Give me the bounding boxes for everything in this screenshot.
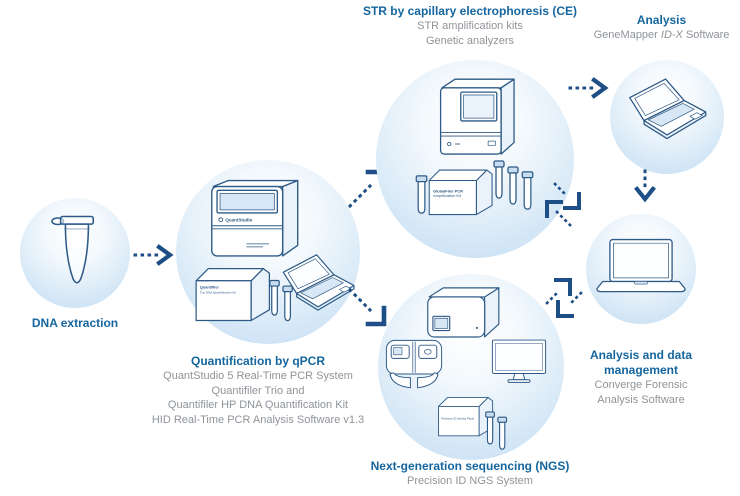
quantifiler-kit-label-line1: Quantifiler [200, 285, 220, 289]
ngs-monitor-icon [491, 339, 547, 383]
precision-kit-label: Precision ID Identity Panel [441, 416, 474, 420]
sample-tubes-icon [269, 279, 293, 322]
arrow-analysis-to-data-icon [634, 169, 656, 203]
microcentrifuge-tube-icon [51, 215, 95, 284]
data-management-circle [586, 214, 696, 324]
qpcr-line-3: Quantifiler HP DNA Quantification Kit [167, 399, 349, 411]
ce-tube-right-icon [521, 171, 534, 210]
data-management-line-2: Analysis Software [597, 393, 685, 406]
qpcr-machine-icon: QuantStudio [211, 179, 299, 257]
arrow-ce-to-data-icon [553, 182, 581, 210]
qpcr-text-block: Quantification by qPCR QuantStudio 5 Rea… [116, 354, 400, 427]
dna-extraction-label: DNA extraction [31, 316, 119, 330]
ce-line-2: Genetic analyzers [425, 34, 515, 47]
software-suffix: Software [682, 29, 730, 41]
ngs-tubes-icon [485, 411, 508, 450]
data-laptop-icon [596, 238, 686, 293]
arrow-ce-to-analysis-icon [568, 77, 609, 99]
ngs-text-block: Next-generation sequencing (NGS) Precisi… [318, 459, 622, 489]
arrow-data-to-ngs-icon [556, 291, 583, 318]
data-management-title-line1: Analysis and data [589, 348, 693, 362]
analysis-title: Analysis [636, 13, 687, 27]
ce-tube-left-icon [415, 175, 428, 214]
globalfiler-kit-box-icon: GlobalFiler PCR Amplification Kit [428, 169, 493, 216]
quantifiler-kit-box-icon: Quantifiler Trio DNA Quantification Kit [195, 267, 271, 322]
ce-circle: GlobalFiler PCR Amplification Kit [376, 60, 574, 258]
qpcr-title: Quantification by qPCR [190, 354, 325, 368]
arrow-qpcr-to-ngs-icon [347, 287, 387, 327]
ngs-title: Next-generation sequencing (NGS) [370, 459, 570, 473]
ce-tubes-pair-icon [493, 160, 519, 205]
data-management-text-block: Analysis and data management Converge Fo… [569, 348, 713, 407]
ce-text-block: STR by capillary electrophoresis (CE) ST… [335, 4, 605, 48]
ngs-circle: Precision ID Identity Panel [378, 274, 564, 460]
analysis-software-line: GeneMapper ID-X Software [583, 28, 740, 43]
qpcr-laptop-icon [282, 254, 355, 311]
data-management-title-line2: management [603, 363, 679, 377]
ngs-chip-station-icon [385, 339, 443, 389]
ce-title: STR by capillary electrophoresis (CE) [362, 4, 578, 18]
arrow-data-to-ce-icon [545, 200, 572, 227]
qpcr-line-2: Quantifiler Trio and [211, 384, 305, 397]
analysis-text-block: Analysis GeneMapper ID-X Software [583, 13, 740, 43]
ce-line-1: STR amplification kits [417, 20, 523, 32]
globalfiler-kit-label-line2: Amplification Kit [433, 193, 462, 198]
analysis-circle [610, 60, 724, 174]
dna-extraction-circle [20, 198, 130, 308]
ngs-sequencer-icon [427, 287, 500, 338]
qpcr-line-1: QuantStudio 5 Real-Time PCR System [163, 370, 353, 382]
qpcr-line-4: HID Real-Time PCR Analysis Software v1.3 [151, 413, 365, 426]
globalfiler-kit-label-line1: GlobalFiler PCR [433, 188, 463, 193]
analysis-laptop-icon [629, 78, 707, 140]
qpcr-circle: QuantStudio Quantifiler Trio DNA Quantif… [176, 160, 360, 344]
quantifiler-kit-label-line2: Trio DNA Quantification Kit [200, 290, 236, 294]
ngs-line-1: Precision ID NGS System [407, 475, 533, 487]
genetic-analyzer-icon [439, 78, 515, 155]
software-italic: ID-X [660, 29, 683, 41]
arrow-dna-to-qpcr-icon [133, 244, 174, 266]
qpcr-machine-logo-text: QuantStudio [225, 218, 252, 223]
arrow-ngs-to-data-icon [545, 278, 572, 305]
software-prefix: GeneMapper [593, 29, 661, 41]
data-management-line-1: Converge Forensic [594, 379, 688, 391]
